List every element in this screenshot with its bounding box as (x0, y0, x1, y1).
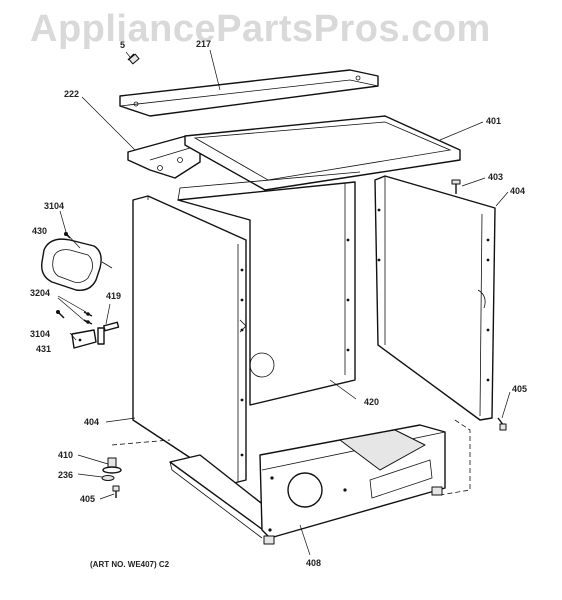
base-frame-part (169, 424, 446, 545)
screw-part (497, 417, 507, 431)
screw-part (64, 232, 71, 239)
part-label-217: 217 (196, 39, 211, 49)
part-label-401: 401 (486, 116, 501, 126)
part-label-405: 405 (80, 494, 95, 504)
part-label-430: 430 (32, 226, 47, 236)
cabinet-frame-part (177, 171, 361, 406)
part-label-410: 410 (58, 450, 73, 460)
hidden-line (111, 439, 171, 446)
part-label-419: 419 (106, 291, 121, 301)
part-label-3204: 3204 (30, 288, 50, 298)
part-label-431: 431 (36, 344, 51, 354)
part-label-3104: 3104 (30, 329, 50, 339)
art-number-label: (ART NO. WE407) C2 (90, 560, 170, 569)
leveling-foot-part (101, 457, 122, 481)
top-rail-part (119, 69, 379, 117)
part-label-403: 403 (488, 172, 503, 182)
left-side-panel-part (132, 195, 247, 485)
part-label-404: 404 (84, 417, 99, 427)
screw-part (451, 179, 461, 194)
top-cover-part (184, 115, 461, 191)
part-label-222: 222 (64, 89, 79, 99)
part-label-3104: 3104 (44, 201, 64, 211)
hinge-cover-part (41, 238, 113, 291)
right-side-panel-part (374, 175, 496, 421)
leader-lines (57, 49, 511, 556)
part-label-5: 5 (120, 40, 125, 50)
screw-part (56, 310, 65, 319)
screw-part (112, 485, 120, 498)
part-label-404: 404 (510, 186, 525, 196)
rear-bracket-part (127, 135, 201, 179)
part-label-236: 236 (58, 470, 73, 480)
part-label-408: 408 (306, 558, 321, 568)
screw-part (127, 53, 140, 65)
hinge-bracket-part (83, 311, 120, 345)
hinge-plate-part (71, 329, 97, 349)
hidden-line (439, 419, 471, 496)
part-label-420: 420 (364, 397, 379, 407)
part-label-405: 405 (512, 384, 527, 394)
